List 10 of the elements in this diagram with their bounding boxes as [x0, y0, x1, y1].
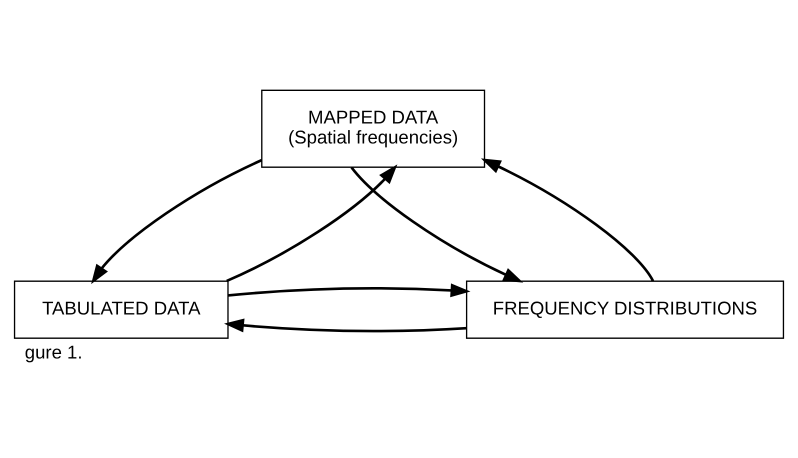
arrow: [480, 158, 654, 282]
arrow: [224, 318, 467, 332]
arrow: [91, 158, 262, 284]
arrow: [350, 166, 524, 282]
node-box: FREQUENCY DISTRIBUTIONS: [466, 280, 784, 338]
node-box: MAPPED DATA (Spatial frequencies): [261, 89, 486, 168]
caption: gure 1.: [24, 340, 83, 362]
arrow: [228, 282, 470, 297]
node-box: TABULATED DATA: [14, 280, 229, 338]
arrow: [226, 164, 398, 282]
